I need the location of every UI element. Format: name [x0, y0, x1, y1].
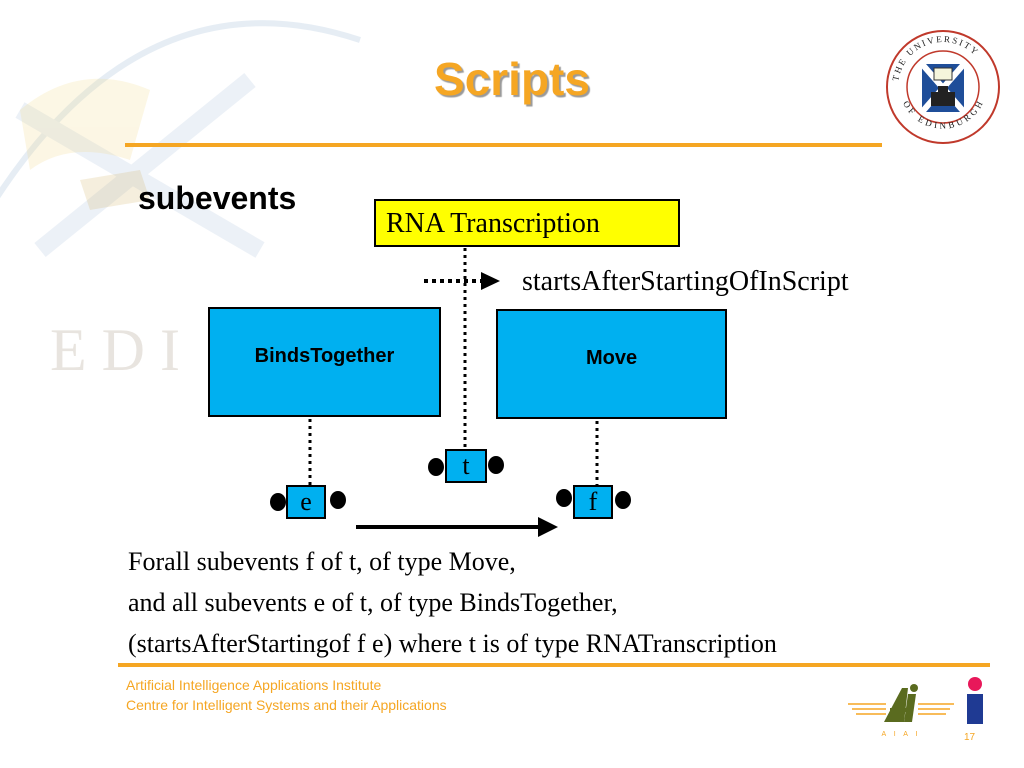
t-slot: t [445, 449, 487, 483]
t-right-dot [488, 456, 504, 474]
f-left-dot [556, 489, 572, 507]
f-slot-label: f [588, 487, 598, 516]
slide-title: Scripts [434, 53, 590, 105]
svg-text:E D I: E D I [50, 317, 180, 383]
subevents-heading: subevents [138, 180, 297, 216]
footer-institute: Artificial Intelligence Applications Ins… [126, 677, 382, 693]
aiai-logo: A I A I [848, 684, 954, 738]
relation-legend-label: startsAfterStartingOfInScript [522, 266, 849, 297]
binds-together-label: BindsTogether [254, 345, 395, 367]
e-left-dot [270, 493, 286, 511]
t-left-dot [428, 458, 444, 476]
footer-centre: Centre for Intelligent Systems and their… [126, 697, 447, 713]
f-slot: f [573, 485, 613, 519]
rna-transcription-box: RNA Transcription [374, 199, 680, 247]
footer-divider [118, 663, 990, 667]
e-slot: e [286, 485, 326, 519]
binds-together-node: BindsTogether [208, 307, 441, 417]
rule-text-line-3: (startsAfterStartingof f e) where t is o… [128, 629, 777, 658]
aiai-logo-letters: A I A I [882, 731, 921, 738]
rule-text-line-2: and all subevents e of t, of type BindsT… [128, 588, 618, 617]
edinburgh-watermark: E D I [0, 20, 361, 383]
f-right-dot [615, 491, 631, 509]
rule-text-line-1: Forall subevents f of t, of type Move, [128, 547, 516, 576]
t-slot-label: t [462, 451, 470, 480]
page-number: 17 [964, 732, 976, 743]
e-slot-label: e [300, 487, 312, 516]
title-divider [125, 143, 882, 147]
move-node: Move [496, 309, 727, 419]
info-i-logo [967, 677, 983, 724]
university-seal-logo: THE UNIVERSITY OF EDINBURGH [886, 30, 1000, 144]
e-right-dot [330, 491, 346, 509]
move-label: Move [585, 347, 638, 369]
